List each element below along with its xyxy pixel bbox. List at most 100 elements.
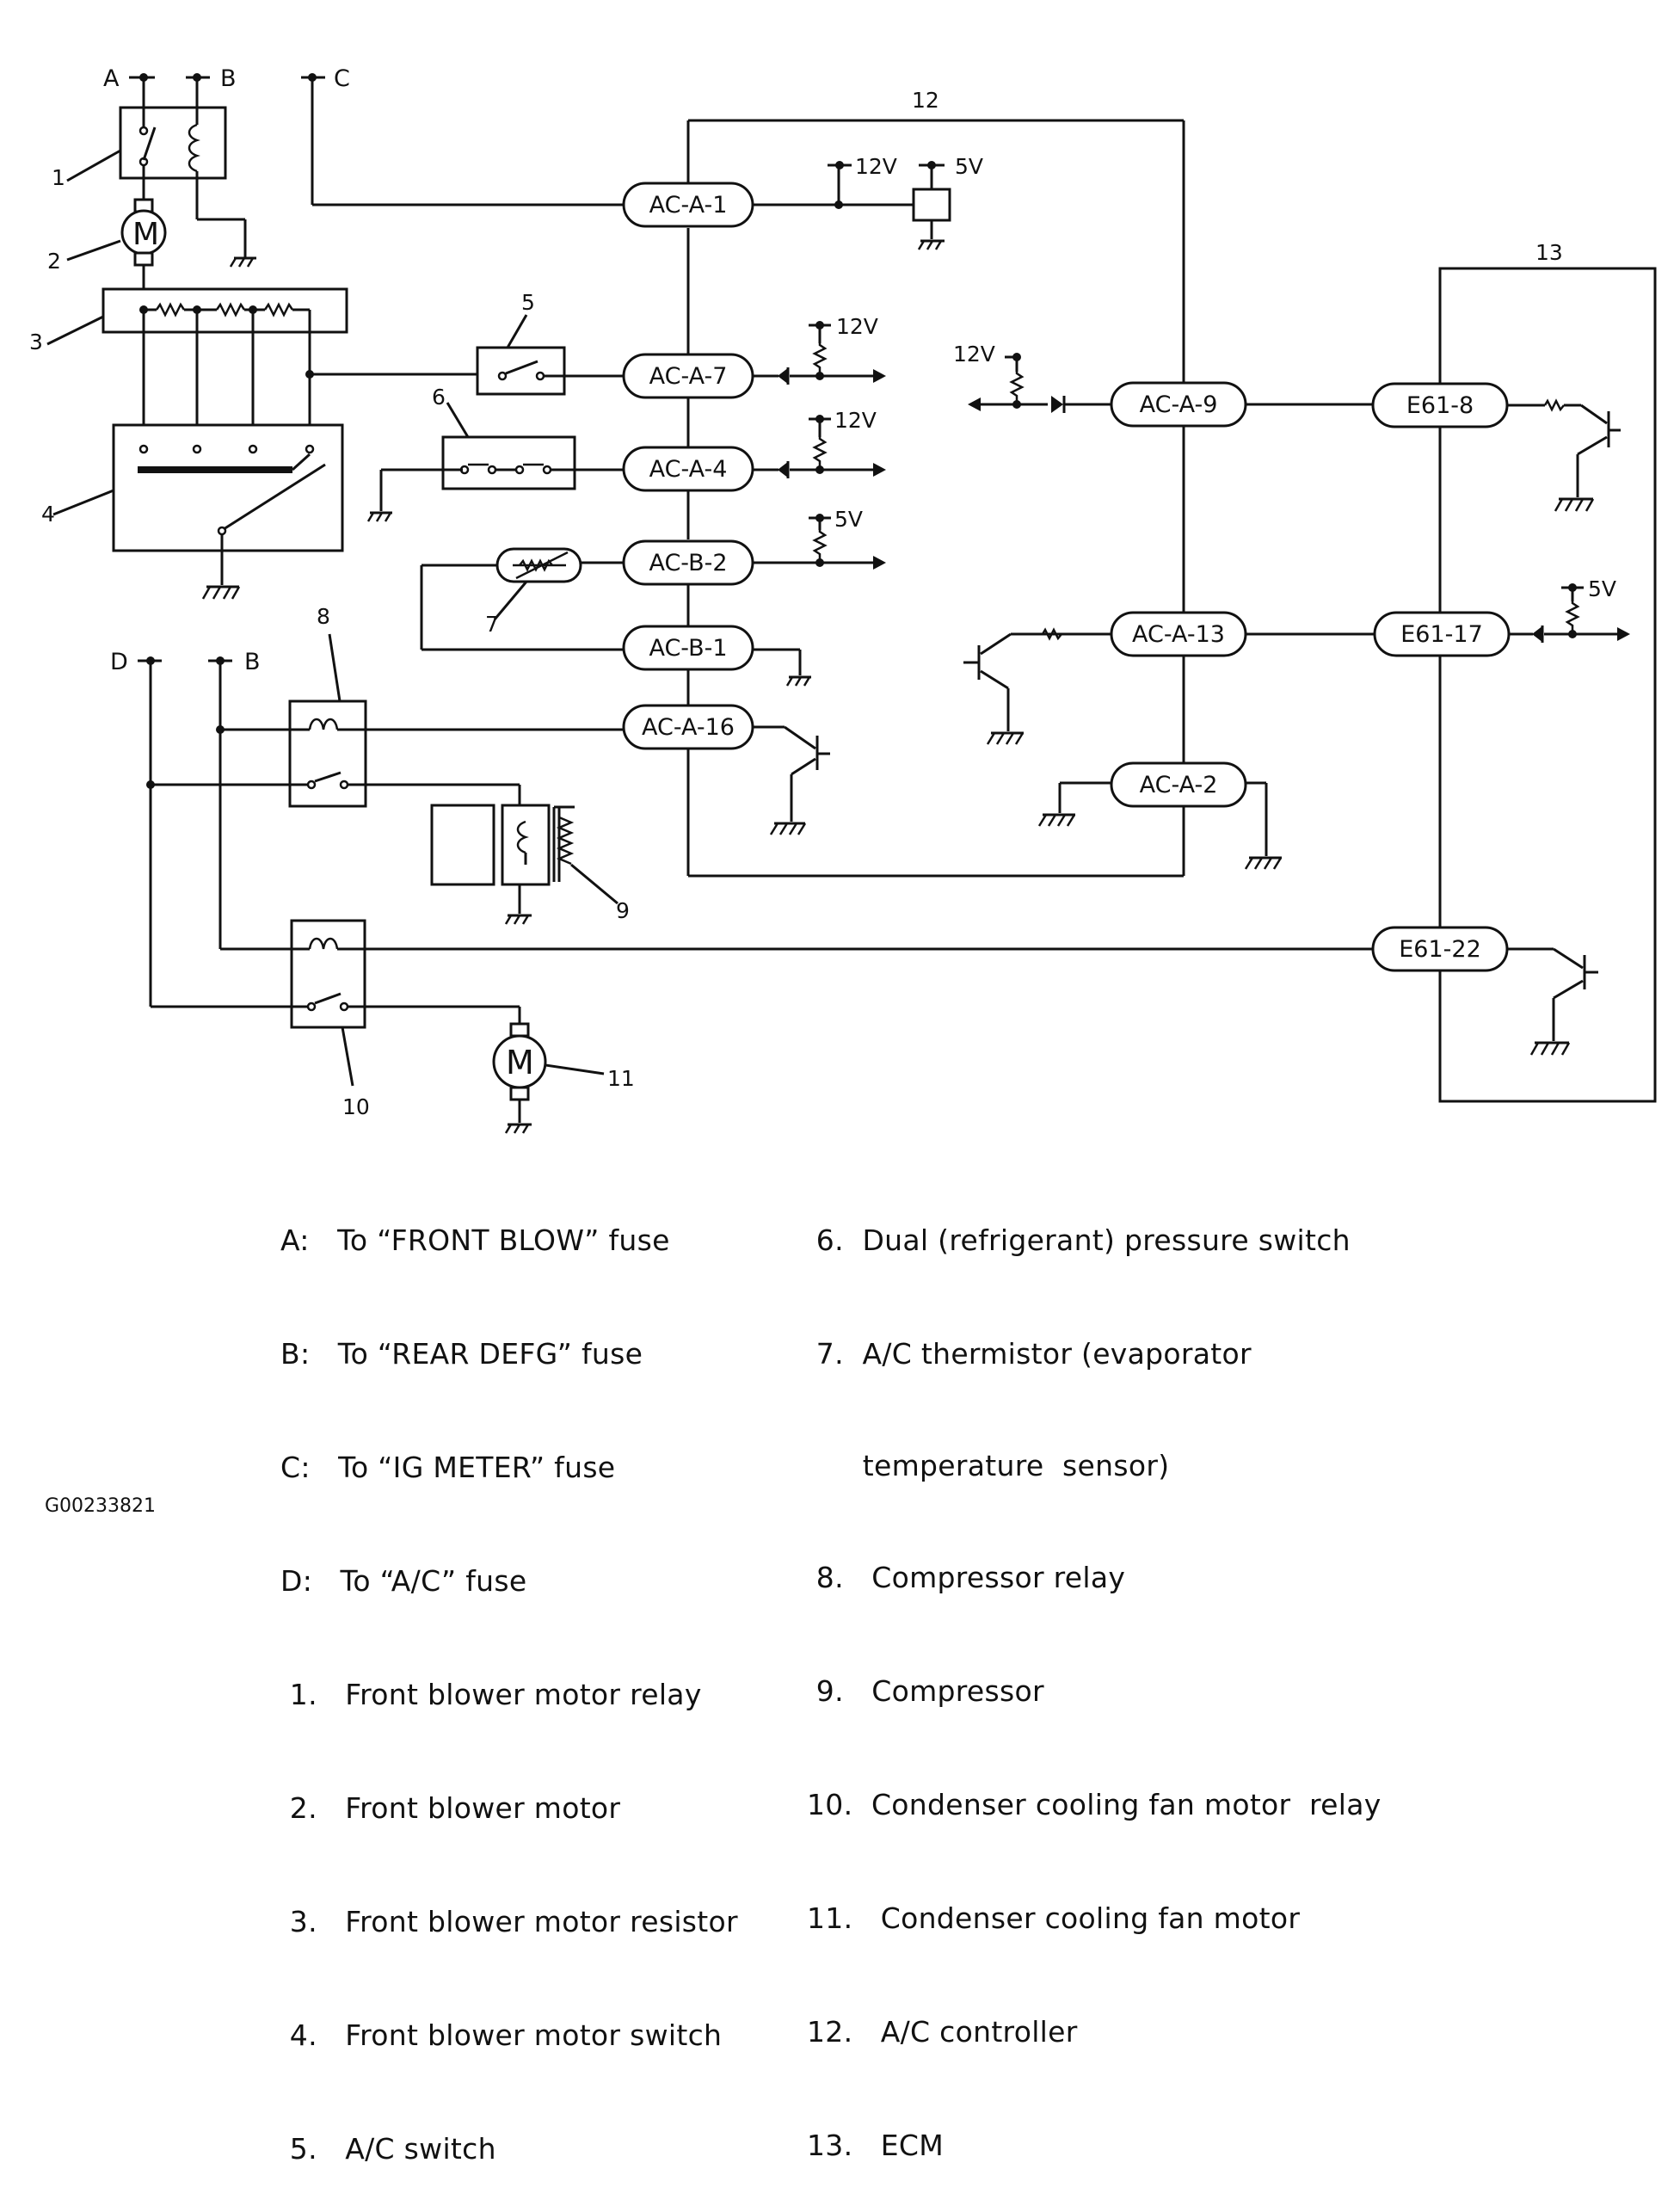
legend-item: 2. Front blower motor xyxy=(280,1791,621,1825)
legend-item: C: To “IG METER” fuse xyxy=(280,1451,616,1484)
connector-ac-a-13: AC-A-13 xyxy=(1110,611,1247,657)
legend-item: 4. Front blower motor switch xyxy=(280,2018,723,2052)
motor-symbol: M xyxy=(132,217,159,252)
ac-switch: 5 xyxy=(476,290,624,396)
connector-ac-a-1: AC-A-1 xyxy=(622,182,754,228)
ac-thermistor: 7 xyxy=(420,547,624,651)
ac-a-9-input-circuit: 12V xyxy=(953,342,1111,413)
terminal-d: D xyxy=(110,649,162,675)
terminal-b-bottom: B xyxy=(208,649,261,675)
terminal-a: A xyxy=(103,65,155,92)
legend-item: B: To “REAR DEFG” fuse xyxy=(280,1337,643,1371)
ground-symbol xyxy=(917,239,945,250)
ground-symbol xyxy=(769,822,807,835)
front-blower-motor-relay: 1 xyxy=(52,77,256,268)
connector-label: E61-8 xyxy=(1406,392,1474,419)
legend-item: temperature sensor) xyxy=(807,1449,1170,1482)
callout-1: 1 xyxy=(52,165,65,190)
legend-item: D: To “A/C” fuse xyxy=(280,1564,527,1598)
legend-item: 11. Condenser cooling fan motor xyxy=(807,1901,1301,1935)
connector-label: AC-A-4 xyxy=(649,456,728,483)
ecm-transistor-e61-8 xyxy=(1507,398,1621,512)
legend-item: 10. Condenser cooling fan motor relay xyxy=(807,1788,1382,1821)
ac-a-7-input-circuit: 12V xyxy=(753,314,886,385)
condenser-fan-motor-relay: 10 xyxy=(151,919,1373,1119)
voltage-12v-a: 12V xyxy=(855,154,897,179)
ground-symbol xyxy=(1244,856,1283,870)
terminal-a-label: A xyxy=(103,65,120,92)
ac-a-16-transistor xyxy=(753,725,830,835)
ground-symbol xyxy=(1529,1041,1571,1056)
ground-symbol xyxy=(785,675,811,687)
connector-label: AC-A-13 xyxy=(1132,621,1225,648)
connector-ac-a-9: AC-A-9 xyxy=(1110,381,1247,428)
callout-9: 9 xyxy=(616,898,630,923)
callout-6: 6 xyxy=(432,385,446,410)
ac-b-2-input-circuit: 5V xyxy=(581,507,886,570)
ac-a-13-transistor xyxy=(963,627,1111,745)
voltage-12v-d: 12V xyxy=(953,342,995,367)
legend-item: 1. Front blower motor relay xyxy=(280,1678,702,1711)
legend-item: 3. Front blower motor resistor xyxy=(280,1905,738,1938)
ground-symbol xyxy=(504,1123,532,1134)
figure-code: G00233821 xyxy=(45,1495,157,1517)
callout-2: 2 xyxy=(47,249,61,274)
connector-label: E61-17 xyxy=(1400,621,1483,648)
legend-item: 12. A/C controller xyxy=(807,2015,1078,2049)
callout-11: 11 xyxy=(607,1066,635,1091)
legend-right: 6. Dual (refrigerant) pressure switch 7.… xyxy=(807,1146,1382,2203)
ground-symbol xyxy=(1037,813,1076,827)
connector-label: E61-22 xyxy=(1399,936,1481,963)
connector-label: AC-B-2 xyxy=(649,550,727,576)
callout-5: 5 xyxy=(521,290,535,315)
terminal-c: C xyxy=(301,65,350,92)
callout-8: 8 xyxy=(317,604,330,629)
legend-item: 9. Compressor xyxy=(807,1674,1044,1708)
callout-13: 13 xyxy=(1535,240,1563,265)
connector-e61-22: E61-22 xyxy=(1371,926,1509,972)
ground-symbol xyxy=(1554,497,1595,512)
ecm-input-e61-17: 5V xyxy=(1509,576,1630,643)
ecm: 13 xyxy=(1438,240,1657,1103)
terminal-d-label: D xyxy=(110,649,128,675)
motor-symbol: M xyxy=(506,1044,534,1081)
connector-label: AC-A-16 xyxy=(642,714,735,741)
legend-item: 7. A/C thermistor (evaporator xyxy=(807,1337,1252,1371)
legend-item: 8. Compressor relay xyxy=(807,1561,1126,1594)
compressor-relay: 8 xyxy=(151,604,624,808)
callout-4: 4 xyxy=(41,502,55,527)
connector-ac-a-7: AC-A-7 xyxy=(622,353,754,399)
voltage-5v-b: 5V xyxy=(834,507,863,532)
voltage-5v-a: 5V xyxy=(955,154,983,179)
connector-ac-a-2: AC-A-2 xyxy=(1110,761,1247,808)
legend-item: A: To “FRONT BLOW” fuse xyxy=(280,1223,670,1257)
connector-label: AC-B-1 xyxy=(649,635,727,662)
callout-12: 12 xyxy=(912,88,939,113)
ground-symbol xyxy=(986,731,1025,745)
legend-item: 5. A/C switch xyxy=(280,2132,496,2166)
legend-left: A: To “FRONT BLOW” fuse B: To “REAR DEFG… xyxy=(280,1146,738,2206)
connector-e61-8: E61-8 xyxy=(1371,382,1509,428)
voltage-12v-c: 12V xyxy=(834,408,877,433)
connector-label: AC-A-7 xyxy=(649,363,728,390)
callout-10: 10 xyxy=(342,1094,370,1119)
condenser-fan-motor: M 11 xyxy=(492,1022,635,1134)
legend-item: 13. ECM xyxy=(807,2129,945,2162)
connector-ac-b-1: AC-B-1 xyxy=(622,625,754,671)
connector-ac-a-16: AC-A-16 xyxy=(622,704,754,750)
front-blower-motor: M 2 xyxy=(47,198,167,310)
connector-e61-17: E61-17 xyxy=(1373,611,1511,657)
ground-symbol xyxy=(504,914,532,925)
terminal-b-label: B xyxy=(220,65,237,92)
ecm-transistor-e61-22 xyxy=(1507,947,1598,1056)
voltage-12v-b: 12V xyxy=(836,314,878,339)
connector-label: AC-A-2 xyxy=(1140,772,1218,798)
ground-symbol xyxy=(366,511,392,522)
front-blower-motor-switch: 4 xyxy=(41,423,344,600)
terminal-c-label: C xyxy=(334,65,350,92)
voltage-5v-c: 5V xyxy=(1588,576,1616,601)
connector-ac-a-4: AC-A-4 xyxy=(622,446,754,492)
compressor: 9 xyxy=(430,804,630,925)
wiring-diagram: A B C 1 M xyxy=(29,65,1657,1134)
dual-pressure-switch: 6 xyxy=(366,385,624,522)
